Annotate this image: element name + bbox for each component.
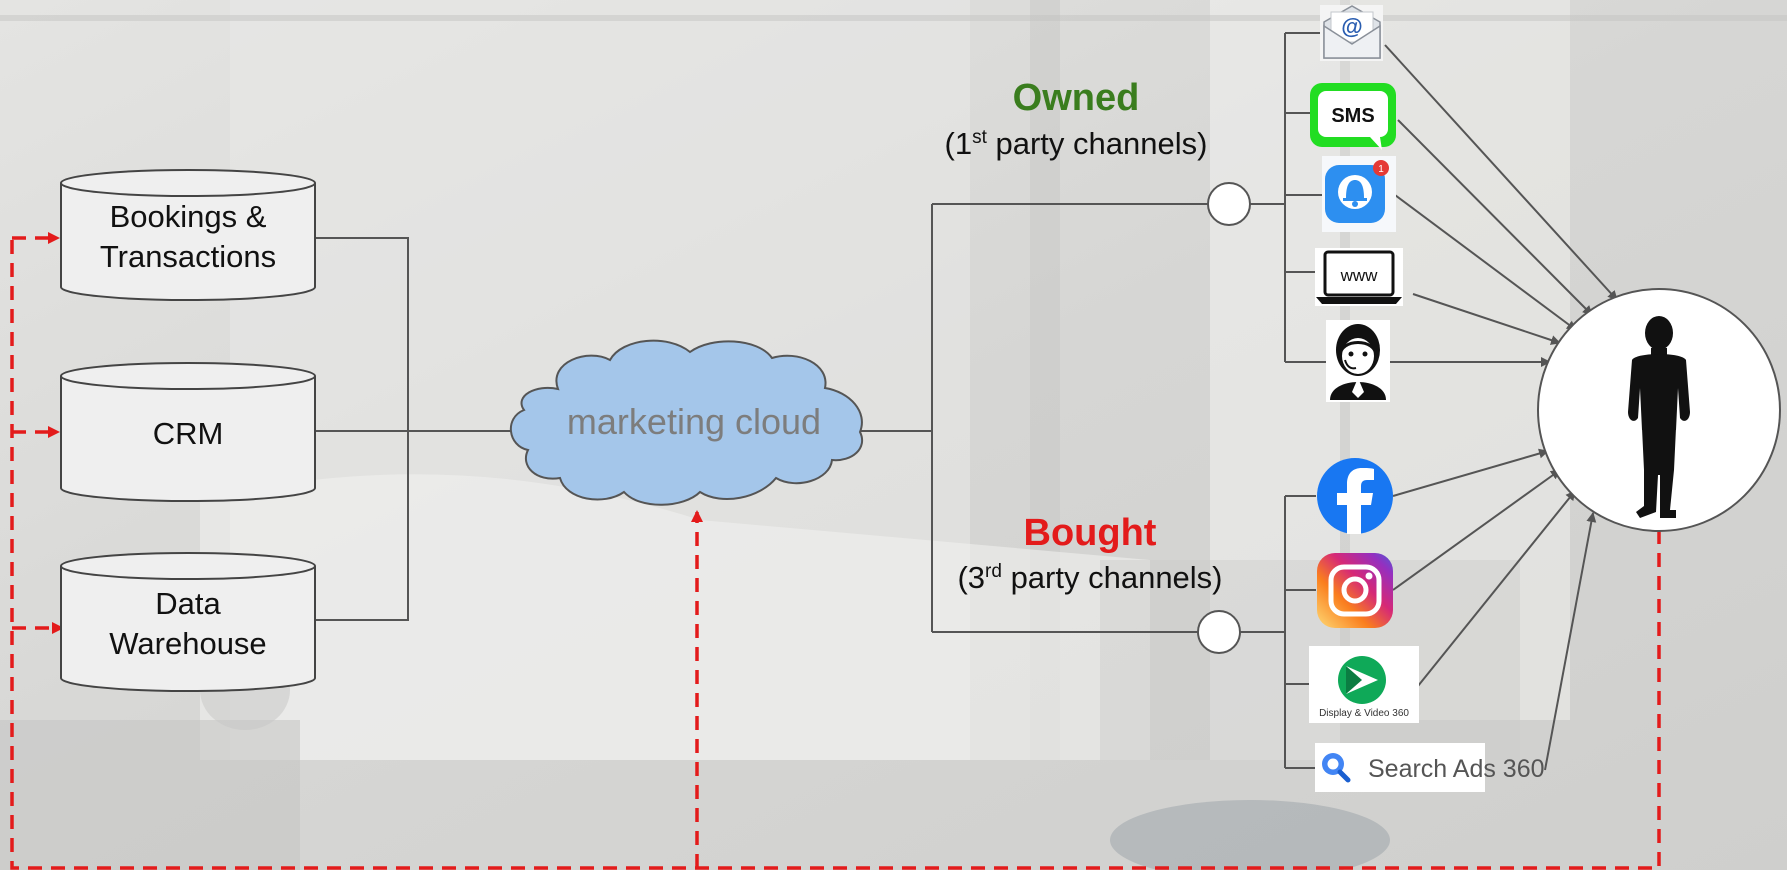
sms-icon: SMS <box>1310 83 1396 150</box>
customer-silhouette-icon <box>1628 316 1690 518</box>
feedback-loop <box>10 232 1661 870</box>
owned-subtitle: (1st party channels) <box>945 126 1208 161</box>
database-top <box>60 552 316 580</box>
instagram-icon <box>1317 553 1393 628</box>
customer-arrows <box>1384 44 1618 771</box>
svg-text:SMS: SMS <box>1331 105 1374 127</box>
svg-text:Search Ads 360: Search Ads 360 <box>1368 755 1545 783</box>
customer-node <box>1537 288 1781 532</box>
database-label: Warehouse <box>109 626 266 661</box>
owned-junction-node <box>1207 182 1251 226</box>
source-connectors <box>315 237 521 621</box>
database-body <box>60 566 316 692</box>
bought-heading: Bought (3rd party channels) <box>957 512 1222 595</box>
bookings-transactions-database: Bookings & Transactions <box>60 169 316 301</box>
crm-database: CRM <box>60 362 316 502</box>
database-label: Data <box>155 586 221 621</box>
call-center-agent-icon <box>1326 320 1390 402</box>
email-icon: @ <box>1320 5 1383 61</box>
svg-text:www: www <box>1340 266 1379 285</box>
svg-text:1: 1 <box>1378 164 1384 175</box>
facebook-icon <box>1317 458 1393 534</box>
channel-connectors <box>860 32 1326 769</box>
website-laptop-icon: www <box>1315 248 1403 306</box>
svg-text:@: @ <box>1341 14 1362 39</box>
display-video-360-icon: Display & Video 360 <box>1309 646 1419 723</box>
database-top <box>60 362 316 390</box>
database-top <box>60 169 316 197</box>
owned-heading: Owned (1st party channels) <box>945 77 1208 161</box>
marketing-cloud-label: marketing cloud <box>567 401 821 442</box>
database-label: CRM <box>153 416 224 451</box>
svg-text:Display & Video 360: Display & Video 360 <box>1319 708 1409 719</box>
database-label: Transactions <box>100 239 276 274</box>
bought-junction-node <box>1197 610 1241 654</box>
bought-title: Bought <box>1024 512 1157 554</box>
marketing-cloud: marketing cloud <box>509 339 863 506</box>
owned-title: Owned <box>1013 77 1140 119</box>
database-label: Bookings & <box>110 199 267 234</box>
push-notification-icon: 1 <box>1322 156 1396 232</box>
database-body <box>60 376 316 502</box>
database-body <box>60 183 316 301</box>
search-ads-360-icon: Search Ads 360 <box>1315 743 1545 792</box>
bought-subtitle: (3rd party channels) <box>957 560 1222 595</box>
